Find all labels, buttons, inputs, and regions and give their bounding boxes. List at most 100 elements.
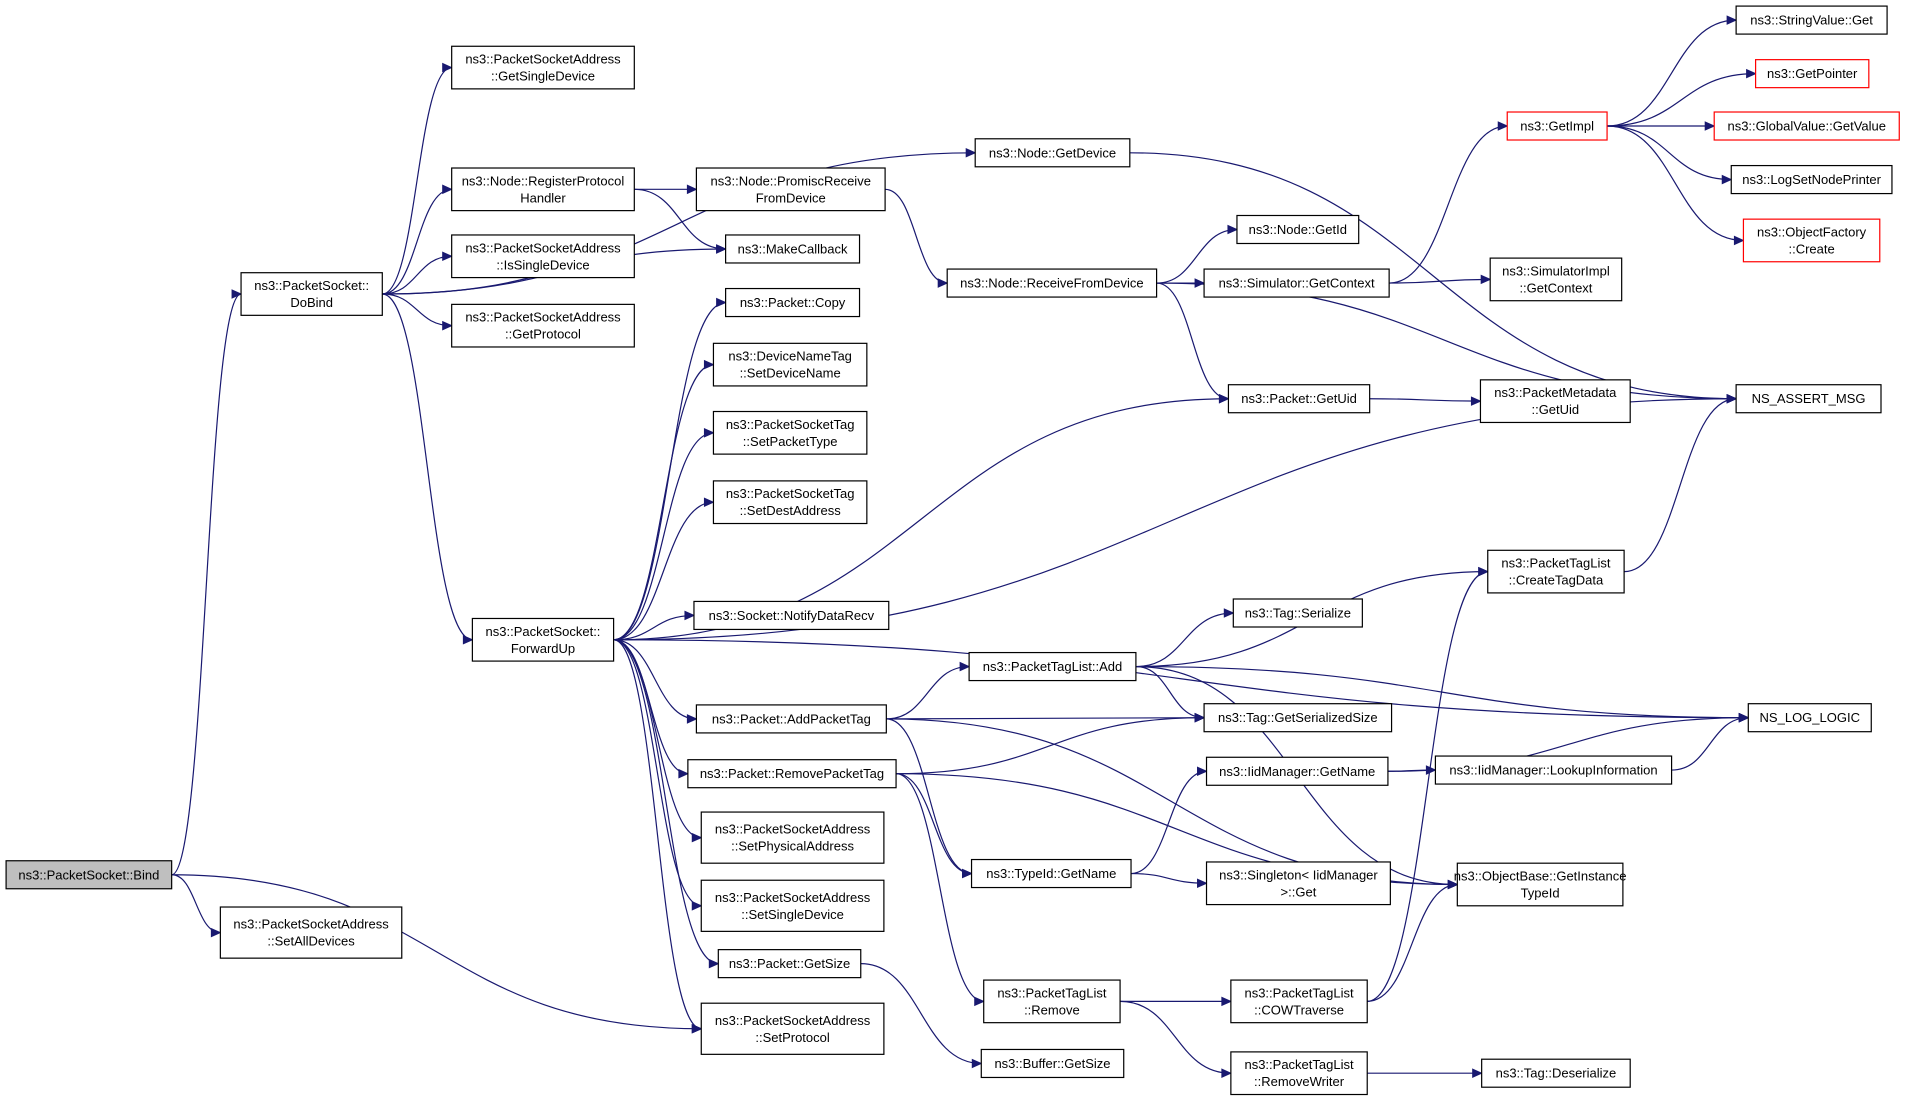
node-taggetserializedsize[interactable]: ns3::Tag::GetSerializedSize [1203, 703, 1393, 733]
node-nodegetdevice[interactable]: ns3::Node::GetDevice [974, 138, 1131, 168]
node-box-packettaglistremove[interactable] [983, 979, 1121, 1024]
node-box-setphysicaladdress[interactable] [700, 811, 885, 864]
node-packetgetuid[interactable]: ns3::Packet::GetUid [1227, 384, 1371, 414]
node-setdestaddress[interactable]: ns3::PacketSocketTag::SetDestAddress [712, 480, 868, 525]
node-box-setalldevices[interactable] [219, 906, 403, 959]
node-box-notifydatarecv[interactable] [693, 600, 890, 631]
node-box-nsloglogic[interactable] [1747, 703, 1872, 733]
node-globalvaluegetvalue[interactable]: ns3::GlobalValue::GetValue [1713, 111, 1900, 141]
node-box-makecallback[interactable] [725, 234, 861, 264]
node-box-getimpl[interactable] [1506, 111, 1608, 141]
node-box-packetgetsize[interactable] [717, 949, 862, 979]
node-box-packettaglistadd[interactable] [968, 651, 1137, 682]
node-box-getpointer[interactable] [1754, 59, 1870, 89]
node-issingledevice[interactable]: ns3::PacketSocketAddress::IsSingleDevice [451, 234, 635, 279]
node-box-packetgetuid[interactable] [1227, 384, 1371, 414]
node-box-dobind[interactable] [240, 272, 383, 316]
node-box-setsingledevice[interactable] [700, 879, 885, 932]
node-box-tagserialize[interactable] [1232, 598, 1363, 628]
node-packettaglistadd[interactable]: ns3::PacketTagList::Add [968, 651, 1137, 682]
node-box-iidmanagergetname[interactable] [1205, 756, 1389, 786]
node-box-typeidgetname[interactable] [970, 858, 1132, 889]
node-box-promiscreceive[interactable] [695, 167, 886, 212]
node-setsingledevice[interactable]: ns3::PacketSocketAddress::SetSingleDevic… [700, 879, 885, 932]
node-packetcopy[interactable]: ns3::Packet::Copy [725, 287, 861, 318]
node-receivefromdevice[interactable]: ns3::Node::ReceiveFromDevice [946, 268, 1158, 298]
node-box-taggetserializedsize[interactable] [1203, 703, 1393, 733]
node-box-getprotocol[interactable] [451, 303, 635, 348]
node-box-removepackettag[interactable] [687, 759, 897, 789]
node-getprotocol[interactable]: ns3::PacketSocketAddress::GetProtocol [451, 303, 635, 348]
node-box-nodegetdevice[interactable] [974, 138, 1131, 168]
node-forwardup[interactable]: ns3::PacketSocket::ForwardUp [471, 617, 615, 662]
node-box-logsetnodeprinter[interactable] [1730, 164, 1893, 195]
node-removepackettag[interactable]: ns3::Packet::RemovePacketTag [687, 759, 897, 789]
node-buffergetsize[interactable]: ns3::Buffer::GetSize [980, 1048, 1125, 1079]
node-box-tagdeserialize[interactable] [1481, 1058, 1631, 1088]
node-box-setdevicename[interactable] [712, 342, 868, 387]
node-box-nodegetid[interactable] [1236, 214, 1360, 245]
node-logsetnodeprinter[interactable]: ns3::LogSetNodePrinter [1730, 164, 1893, 195]
node-box-simulatorgetcontext[interactable] [1203, 268, 1390, 298]
node-cowtraverse[interactable]: ns3::PacketTagList::COWTraverse [1230, 979, 1368, 1024]
node-box-packetmetadatagetuid[interactable] [1479, 379, 1631, 424]
node-box-nsassertmsg[interactable] [1735, 384, 1882, 414]
node-box-setprotocol[interactable] [700, 1002, 885, 1055]
node-setprotocol[interactable]: ns3::PacketSocketAddress::SetProtocol [700, 1002, 885, 1055]
node-box-lookupinformation[interactable] [1434, 755, 1673, 785]
node-box-setpackettype[interactable] [712, 410, 868, 455]
node-box-objectfactorycreate[interactable] [1742, 218, 1881, 263]
node-setdevicename[interactable]: ns3::DeviceNameTag::SetDeviceName [712, 342, 868, 387]
node-objectfactorycreate[interactable]: ns3::ObjectFactory::Create [1742, 218, 1881, 263]
node-typeidgetname[interactable]: ns3::TypeId::GetName [970, 858, 1132, 889]
node-notifydatarecv[interactable]: ns3::Socket::NotifyDataRecv [693, 600, 890, 631]
node-lookupinformation[interactable]: ns3::IidManager::LookupInformation [1434, 755, 1673, 785]
node-addpackettag[interactable]: ns3::Packet::AddPacketTag [695, 704, 887, 734]
node-nodegetid[interactable]: ns3::Node::GetId [1236, 214, 1360, 245]
node-setphysicaladdress[interactable]: ns3::PacketSocketAddress::SetPhysicalAdd… [700, 811, 885, 864]
node-setpackettype[interactable]: ns3::PacketSocketTag::SetPacketType [712, 410, 868, 455]
node-iidmanagergetname[interactable]: ns3::IidManager::GetName [1205, 756, 1389, 786]
node-removewriter[interactable]: ns3::PacketTagList::RemoveWriter [1230, 1051, 1368, 1096]
node-box-globalvaluegetvalue[interactable] [1713, 111, 1900, 141]
node-box-setdestaddress[interactable] [712, 480, 868, 525]
node-box-bind[interactable] [5, 860, 173, 890]
node-dobind[interactable]: ns3::PacketSocket::DoBind [240, 272, 383, 316]
node-packettaglistremove[interactable]: ns3::PacketTagList::Remove [983, 979, 1121, 1024]
node-box-issingledevice[interactable] [451, 234, 635, 279]
node-box-getinstancetypeid[interactable] [1456, 862, 1624, 907]
node-stringvalueget[interactable]: ns3::StringValue::Get [1735, 5, 1888, 35]
node-simulatorimplgetcontext[interactable]: ns3::SimulatorImpl::GetContext [1489, 257, 1623, 302]
node-box-removewriter[interactable] [1230, 1051, 1368, 1096]
node-box-createtagdata[interactable] [1487, 549, 1625, 594]
node-setalldevices[interactable]: ns3::PacketSocketAddress::SetAllDevices [219, 906, 403, 959]
node-nsassertmsg[interactable]: NS_ASSERT_MSG [1735, 384, 1882, 414]
node-packetmetadatagetuid[interactable]: ns3::PacketMetadata::GetUid [1479, 379, 1631, 424]
node-box-forwardup[interactable] [471, 617, 615, 662]
node-box-registerprotocolhandler[interactable] [451, 167, 635, 212]
node-box-stringvalueget[interactable] [1735, 5, 1888, 35]
node-box-simulatorimplgetcontext[interactable] [1489, 257, 1623, 302]
node-simulatorgetcontext[interactable]: ns3::Simulator::GetContext [1203, 268, 1390, 298]
node-nsloglogic[interactable]: NS_LOG_LOGIC [1747, 703, 1872, 733]
node-packetgetsize[interactable]: ns3::Packet::GetSize [717, 949, 862, 979]
node-tagserialize[interactable]: ns3::Tag::Serialize [1232, 598, 1363, 628]
node-box-addpackettag[interactable] [695, 704, 887, 734]
node-box-buffergetsize[interactable] [980, 1048, 1125, 1079]
node-box-packetcopy[interactable] [725, 287, 861, 318]
node-makecallback[interactable]: ns3::MakeCallback [725, 234, 861, 264]
node-getpointer[interactable]: ns3::GetPointer [1754, 59, 1870, 89]
node-getimpl[interactable]: ns3::GetImpl [1506, 111, 1608, 141]
node-box-cowtraverse[interactable] [1230, 979, 1368, 1024]
node-box-receivefromdevice[interactable] [946, 268, 1158, 298]
node-tagdeserialize[interactable]: ns3::Tag::Deserialize [1481, 1058, 1631, 1088]
node-getsingledevice[interactable]: ns3::PacketSocketAddress::GetSingleDevic… [451, 45, 635, 90]
node-bind[interactable]: ns3::PacketSocket::Bind [5, 860, 173, 890]
node-box-singletonget[interactable] [1205, 861, 1391, 906]
node-box-getsingledevice[interactable] [451, 45, 635, 90]
node-singletonget[interactable]: ns3::Singleton< IidManager>::Get [1205, 861, 1391, 906]
node-createtagdata[interactable]: ns3::PacketTagList::CreateTagData [1487, 549, 1625, 594]
